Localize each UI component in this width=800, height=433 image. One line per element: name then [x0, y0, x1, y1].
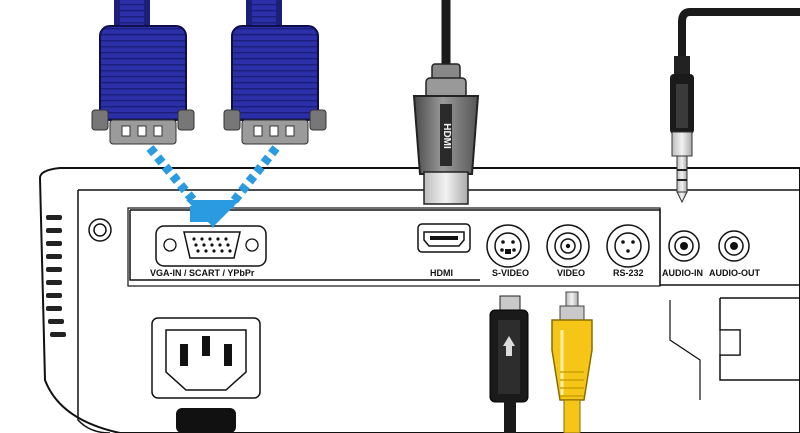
audio-in-port-label: AUDIO-IN — [662, 268, 703, 278]
hdmi-port-label: HDMI — [430, 268, 453, 278]
vga-connector-icon — [91, 0, 195, 145]
vent-grille — [46, 215, 66, 337]
rs232-port-label: RS-232 — [613, 268, 644, 278]
arrow-up-icon — [503, 336, 515, 356]
audio-out-port-label: AUDIO-OUT — [709, 268, 760, 278]
arrow-icon — [212, 145, 280, 228]
hdmi-plug-icon: HDMI — [412, 0, 480, 205]
s-video-port-label: S-VIDEO — [492, 268, 529, 278]
video-port: VIDEO — [546, 224, 590, 278]
screw-icon — [88, 218, 112, 242]
arrow-icon — [146, 145, 214, 228]
vga-port: VGA-IN / SCART / YPbPr — [150, 225, 267, 278]
vga-connector-icon — [223, 0, 327, 145]
hdmi-plug-text: HDMI — [441, 123, 452, 149]
vga-port-label: VGA-IN / SCART / YPbPr — [150, 268, 255, 278]
rs232-port: RS-232 — [606, 224, 650, 278]
audio-jack-icon — [670, 8, 800, 204]
video-port-label: VIDEO — [557, 268, 585, 278]
rca-plug-icon — [551, 291, 593, 433]
s-video-plug-icon — [489, 295, 529, 433]
audio-in-port: AUDIO-IN — [662, 230, 703, 278]
power-socket-icon — [151, 317, 261, 399]
power-cord-stub — [176, 408, 236, 433]
audio-out-port: AUDIO-OUT — [709, 230, 760, 278]
s-video-port: S-VIDEO — [486, 224, 530, 278]
hdmi-port: HDMI — [417, 223, 471, 278]
